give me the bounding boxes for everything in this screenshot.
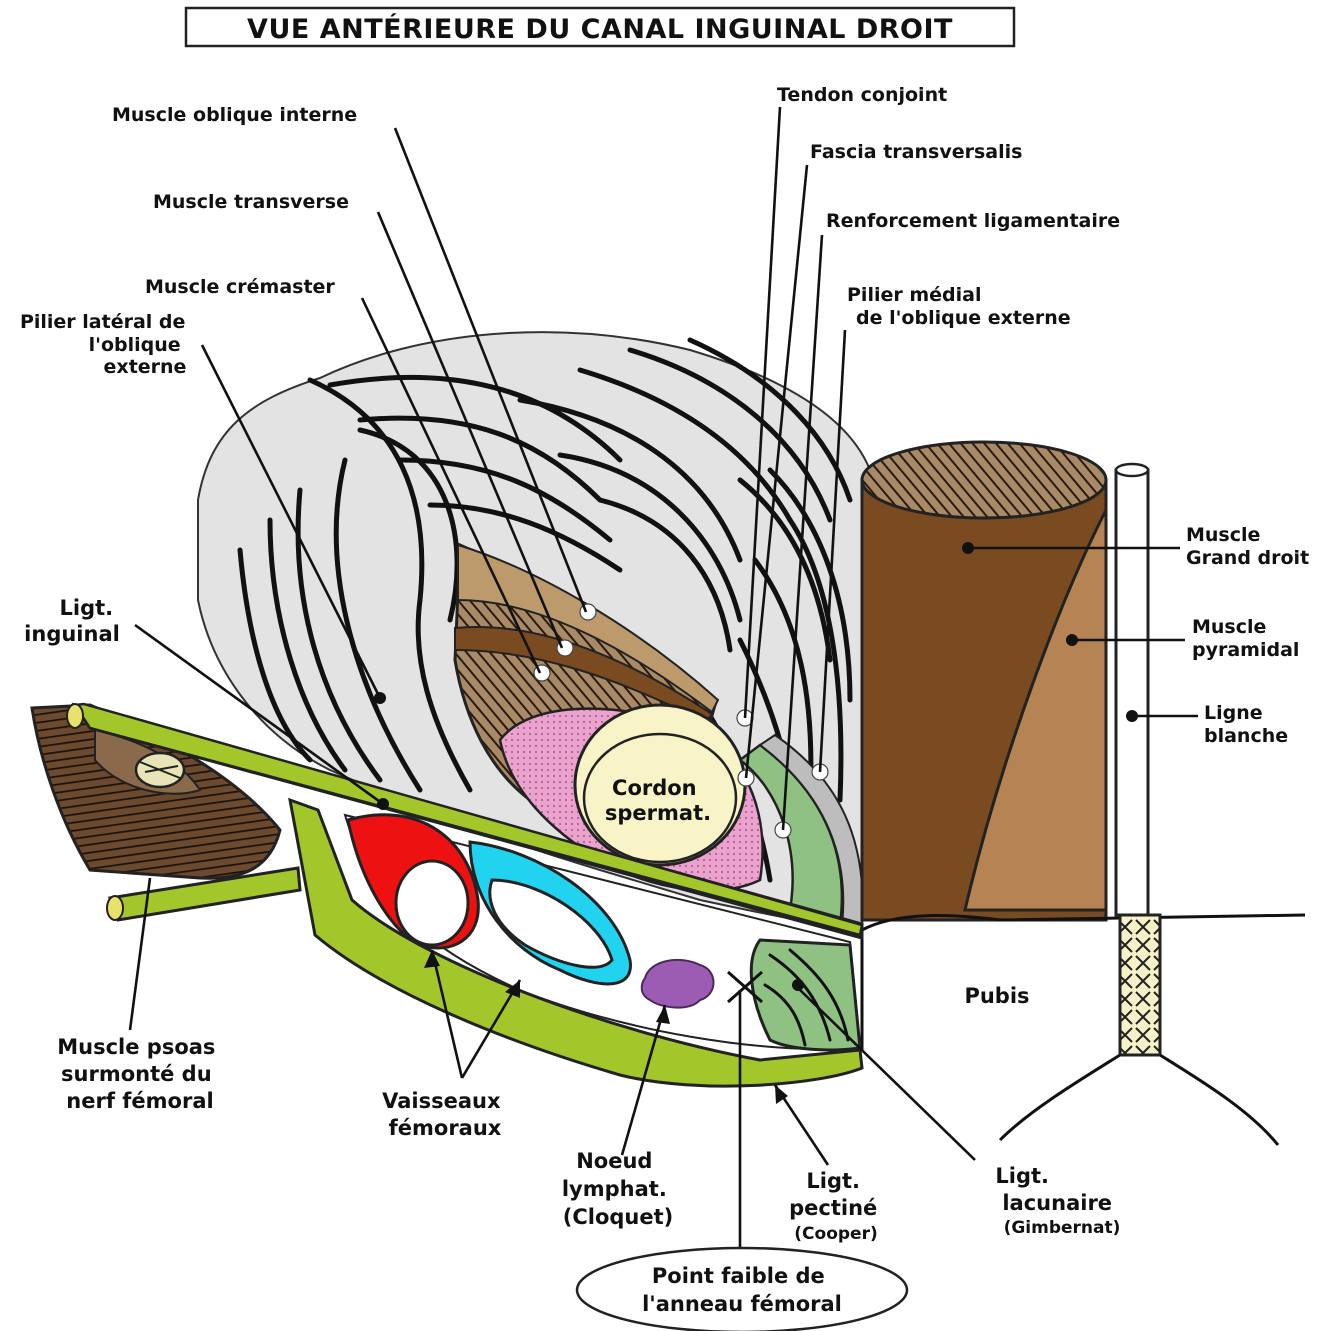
label-tendon-conjoint: Tendon conjoint [777,84,947,106]
label-fascia: Fascia transversalis [810,141,1022,163]
label-cremaster: Muscle crémaster [145,276,335,298]
label-renforcement: Renforcement ligamentaire [826,210,1120,232]
rectus-abdominis [862,442,1106,920]
linea-alba [1116,464,1148,915]
label-oblique-interne: Muscle oblique interne [112,104,357,126]
weak-point-callout: Point faible de l'anneau fémoral [577,1248,907,1331]
label-grand-droit: Muscle Grand droit [1186,524,1309,569]
label-ligne-blanche: Ligne blanche [1204,702,1288,747]
spermatic-cord: Cordon spermat. [575,705,745,865]
pubis: Pubis [862,915,1305,1145]
label-pyramidal: Muscle pyramidal [1192,616,1299,661]
diagram-title: VUE ANTÉRIEURE DU CANAL INGUINAL DROIT [247,13,953,45]
label-transverse: Muscle transverse [153,191,349,213]
label-noeud: Noeud lymphat. (Cloquet) [562,1149,674,1229]
label-vaisseaux: Vaisseaux fémoraux [382,1089,508,1140]
label-pilier-medial: Pilier médial de l'oblique externe [847,284,1071,329]
label-lig-inguinal: Ligt. inguinal [24,596,120,646]
title-box: VUE ANTÉRIEURE DU CANAL INGUINAL DROIT [186,8,1014,46]
pubis-label: Pubis [964,984,1029,1008]
cord-label: Cordon spermat. [605,776,711,825]
label-pectine: Ligt. pectiné (Cooper) [789,1169,883,1244]
label-psoas: Muscle psoas surmonté du nerf fémoral [57,1035,223,1113]
label-pilier-lateral: Pilier latéral de l'oblique externe [20,311,192,378]
label-lacunaire: Ligt. lacunaire (Gimbernat) [995,1164,1120,1238]
